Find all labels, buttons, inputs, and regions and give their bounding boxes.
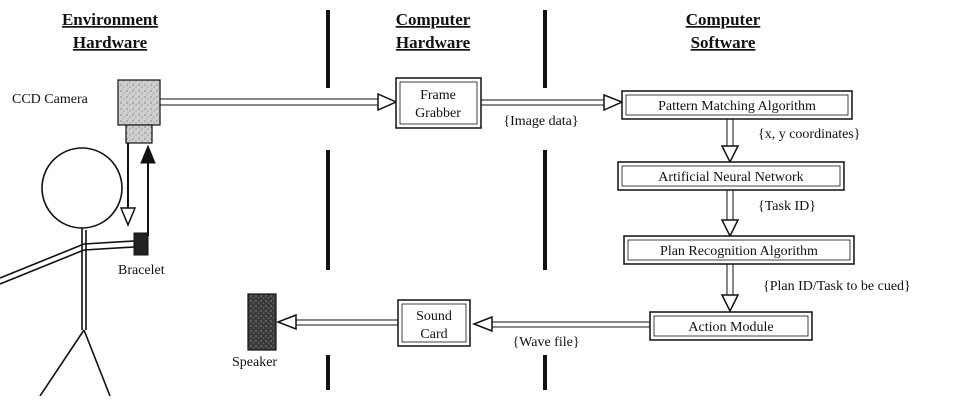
camera-label: CCD Camera <box>12 92 89 107</box>
flow-label-wave-file: {Wave file} <box>512 335 579 350</box>
plan-recognition-box: Plan Recognition Algorithm <box>624 236 854 264</box>
arrow-to-plan-recognition <box>722 220 738 236</box>
speaker-label: Speaker <box>232 355 277 370</box>
header-environment-line1: Environment <box>62 10 158 29</box>
frame-grabber-line1: Frame <box>420 88 456 103</box>
arrow-to-neural-network <box>722 146 738 162</box>
arrow-camera-to-bracelet <box>121 208 135 225</box>
action-module-box: Action Module <box>650 312 812 340</box>
action-module-label: Action Module <box>688 320 773 335</box>
bracelet-icon <box>134 233 148 255</box>
arrow-to-action-module <box>722 295 738 311</box>
arrow-to-sound-card <box>474 317 492 331</box>
arrow-bracelet-to-camera <box>141 146 155 163</box>
header-computer-software: Computer Software <box>686 10 761 52</box>
pattern-matching-label: Pattern Matching Algorithm <box>658 99 816 114</box>
arrow-to-pattern-matching <box>604 95 622 110</box>
pattern-matching-box: Pattern Matching Algorithm <box>622 91 852 119</box>
flow-label-plan-id: {Plan ID/Task to be cued} <box>763 279 911 294</box>
flow-label-task-id: {Task ID} <box>758 199 816 214</box>
person-figure <box>0 148 134 396</box>
neural-network-box: Artificial Neural Network <box>618 162 844 190</box>
frame-grabber-line2: Grabber <box>415 106 461 121</box>
sound-card-box: Sound Card <box>398 300 470 346</box>
header-computer-hw-line1: Computer <box>396 10 471 29</box>
header-computer-sw-line2: Software <box>691 33 756 52</box>
neural-network-label: Artificial Neural Network <box>658 170 803 185</box>
camera-lens-icon <box>126 125 152 143</box>
sound-card-line1: Sound <box>416 309 452 324</box>
header-computer-hw-line2: Hardware <box>396 33 471 52</box>
bracelet-label: Bracelet <box>118 263 165 278</box>
frame-grabber-box: Frame Grabber <box>396 78 481 128</box>
header-environment-hardware: Environment Hardware <box>62 10 158 52</box>
person-head-icon <box>42 148 122 228</box>
arrow-to-frame-grabber <box>378 94 396 110</box>
plan-recognition-label: Plan Recognition Algorithm <box>660 244 818 259</box>
arrow-to-speaker <box>278 315 296 329</box>
speaker-icon <box>248 294 276 350</box>
header-environment-line2: Hardware <box>73 33 148 52</box>
camera-icon <box>118 80 160 125</box>
sound-card-line2: Card <box>420 327 447 342</box>
header-computer-sw-line1: Computer <box>686 10 761 29</box>
flow-label-xy-coords: {x, y coordinates} <box>758 127 860 142</box>
header-computer-hardware: Computer Hardware <box>396 10 471 52</box>
flow-label-image-data: {Image data} <box>503 114 578 129</box>
